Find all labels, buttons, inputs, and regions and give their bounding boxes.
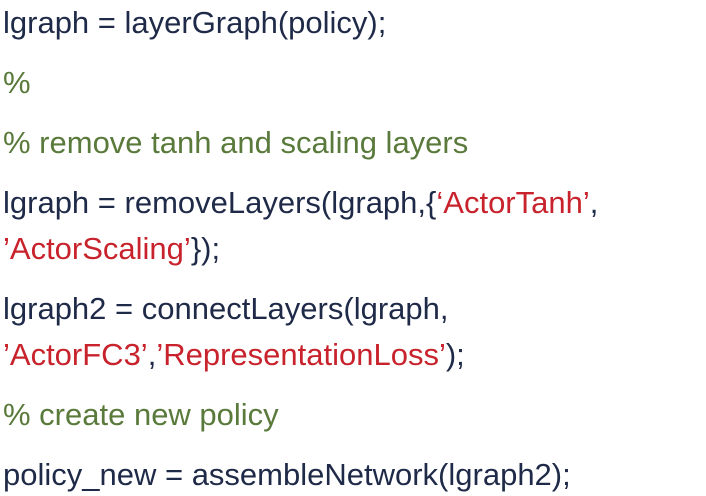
code-token-comment: % remove tanh and scaling layers (3, 125, 469, 160)
code-token-string: ’RepresentationLoss’ (156, 337, 446, 372)
code-token-code: , (589, 185, 599, 220)
code-line: ’ActorScaling’}); (3, 226, 706, 272)
code-line: lgraph = layerGraph(policy); (3, 0, 706, 46)
code-token-string: ’ActorScaling’ (3, 231, 191, 266)
code-statement: % create new policy (3, 392, 706, 438)
code-token-code: }); (190, 231, 221, 266)
code-token-code: ); (445, 337, 465, 372)
code-token-code: lgraph = layerGraph(policy); (3, 5, 387, 40)
code-token-comment: % create new policy (3, 397, 279, 432)
code-line: ’ActorFC3’,’RepresentationLoss’); (3, 332, 706, 378)
code-line: lgraph = removeLayers(lgraph,{‘ActorTanh… (3, 180, 706, 226)
code-statement: % remove tanh and scaling layers (3, 120, 706, 166)
code-token-string: ’ActorFC3’ (3, 337, 148, 372)
code-line: % create new policy (3, 392, 706, 438)
code-token-code: lgraph = removeLayers(lgraph,{ (3, 185, 437, 220)
code-token-string: ‘ActorTanh’ (436, 185, 590, 220)
code-statement: lgraph2 = connectLayers(lgraph, ’ActorFC3… (3, 286, 706, 378)
code-statement: policy_new = assembleNetwork(lgraph2); (3, 452, 706, 496)
code-statement: lgraph = removeLayers(lgraph,{‘ActorTanh… (3, 180, 706, 272)
code-token-comment: % (3, 65, 31, 100)
code-line: % remove tanh and scaling layers (3, 120, 706, 166)
code-line: % (3, 60, 706, 106)
code-token-code: , (147, 337, 157, 372)
code-token-code: policy_new = assembleNetwork(lgraph2); (3, 457, 571, 492)
code-token-code: lgraph2 = connectLayers(lgraph, (3, 291, 449, 326)
code-statement: lgraph = layerGraph(policy); (3, 0, 706, 46)
code-line: lgraph2 = connectLayers(lgraph, (3, 286, 706, 332)
code-line: policy_new = assembleNetwork(lgraph2); (3, 452, 706, 496)
code-statement: % (3, 60, 706, 106)
